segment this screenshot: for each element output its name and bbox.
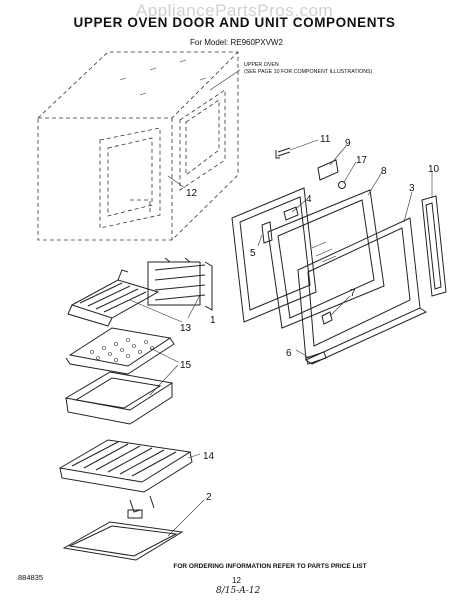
callout-9: 9 [345, 138, 351, 149]
door-clip [317, 159, 339, 181]
oven-rack-lower [58, 439, 193, 493]
callout-6: 6 [286, 348, 292, 359]
door-screw [275, 147, 291, 159]
window-glass-frame [267, 189, 385, 329]
callout-14: 14 [203, 451, 215, 462]
ordering-instructions: FOR ORDERING INFORMATION REFER TO PARTS … [173, 563, 367, 570]
callout-4: 4 [306, 194, 312, 205]
door-handle [421, 195, 447, 297]
leader-lines [129, 69, 433, 537]
callout-10: 10 [428, 164, 440, 175]
handwritten-note: 8/15-A-12 [216, 586, 261, 596]
rack-support-rails [147, 257, 213, 311]
bake-element [62, 495, 184, 561]
callout-7: 7 [350, 288, 356, 299]
callout-11: 11 [320, 134, 331, 145]
outer-door-frame [297, 217, 428, 365]
door-spacer [338, 181, 346, 189]
callout-13: 13 [180, 323, 192, 334]
broiler-grid [65, 327, 175, 375]
callout-17: 17 [356, 155, 368, 166]
note-line-2: (SEE PAGE 10 FOR COMPONENT ILLUSTRATIONS… [244, 69, 373, 75]
callout-5: 5 [250, 248, 256, 259]
door-inner-panel [231, 187, 317, 323]
callout-8: 8 [381, 166, 387, 177]
watermark: AppliancePartsPros.com [135, 1, 334, 20]
model-number: For Model: RE960PXVW2 [190, 38, 283, 47]
door-insulation [321, 311, 333, 325]
callout-2: 2 [206, 492, 212, 503]
diagram-title: UPPER OVEN DOOR AND UNIT COMPONENTS [73, 15, 396, 30]
document-number: 884835 [18, 573, 44, 582]
callout-labels: 11 9 17 8 10 3 4 5 7 6 12 1 13 15 14 2 [180, 134, 440, 503]
broiler-pan [64, 371, 174, 425]
upper-oven-cabinet [37, 51, 239, 241]
callout-3: 3 [409, 183, 415, 194]
oven-rack-upper [67, 269, 160, 327]
upper-oven-note: UPPER OVEN (SEE PAGE 10 FOR COMPONENT IL… [244, 62, 372, 76]
note-line-1: UPPER OVEN [244, 62, 279, 68]
page-number: 12 [232, 576, 241, 585]
callout-15: 15 [180, 360, 192, 371]
callout-1: 1 [210, 315, 216, 326]
door-strip-part [305, 351, 327, 365]
door-bracket [283, 206, 299, 221]
callout-12: 12 [186, 188, 198, 199]
